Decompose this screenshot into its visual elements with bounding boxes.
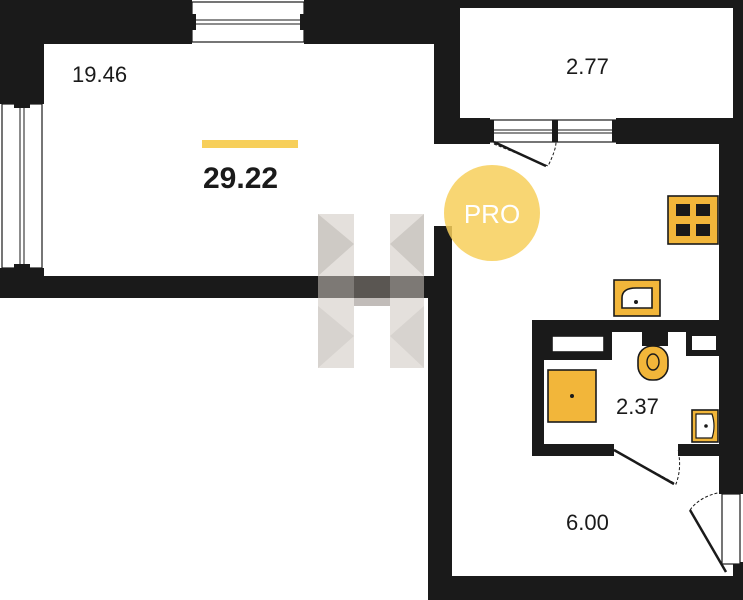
niche-inner-right (692, 336, 716, 350)
window-top (188, 1, 308, 43)
wall-bath-bottom-right (678, 444, 722, 456)
room-area-bathroom: 2.37 (616, 394, 659, 419)
wall-bath-left (532, 320, 544, 456)
stove-icon (667, 195, 719, 245)
room-area-hallway: 6.00 (566, 510, 609, 535)
wall-hall-left (428, 276, 452, 600)
room-area-living: 19.46 (72, 62, 127, 87)
toilet-icon (637, 328, 669, 381)
window-left (1, 100, 43, 272)
wall-balcony-bottom-left (434, 118, 490, 144)
shower-icon (547, 369, 597, 423)
entrance-door (688, 491, 741, 573)
kitchen-sink-icon (613, 279, 661, 317)
total-area-label: 29.22 (203, 162, 278, 195)
wall-balcony-right (733, 0, 743, 144)
wall-left-upper (0, 0, 44, 104)
watermark-logo (318, 214, 424, 368)
niche-inner-left (551, 335, 605, 353)
wall-right (719, 118, 743, 494)
wash-basin-icon (691, 409, 719, 443)
total-area-accent-bar (202, 140, 298, 148)
wall-balcony-top (460, 0, 743, 8)
pro-badge-circle (444, 165, 540, 261)
wall-bath-top (532, 320, 722, 332)
wall-bottom (428, 576, 743, 600)
bathroom-door (613, 448, 681, 486)
room-area-balcony: 2.77 (566, 54, 609, 79)
pro-badge-label: PRO (464, 199, 520, 229)
balcony-door (488, 119, 618, 168)
wall-bath-bottom-left (532, 444, 614, 456)
pro-badge: PRO (444, 165, 540, 261)
